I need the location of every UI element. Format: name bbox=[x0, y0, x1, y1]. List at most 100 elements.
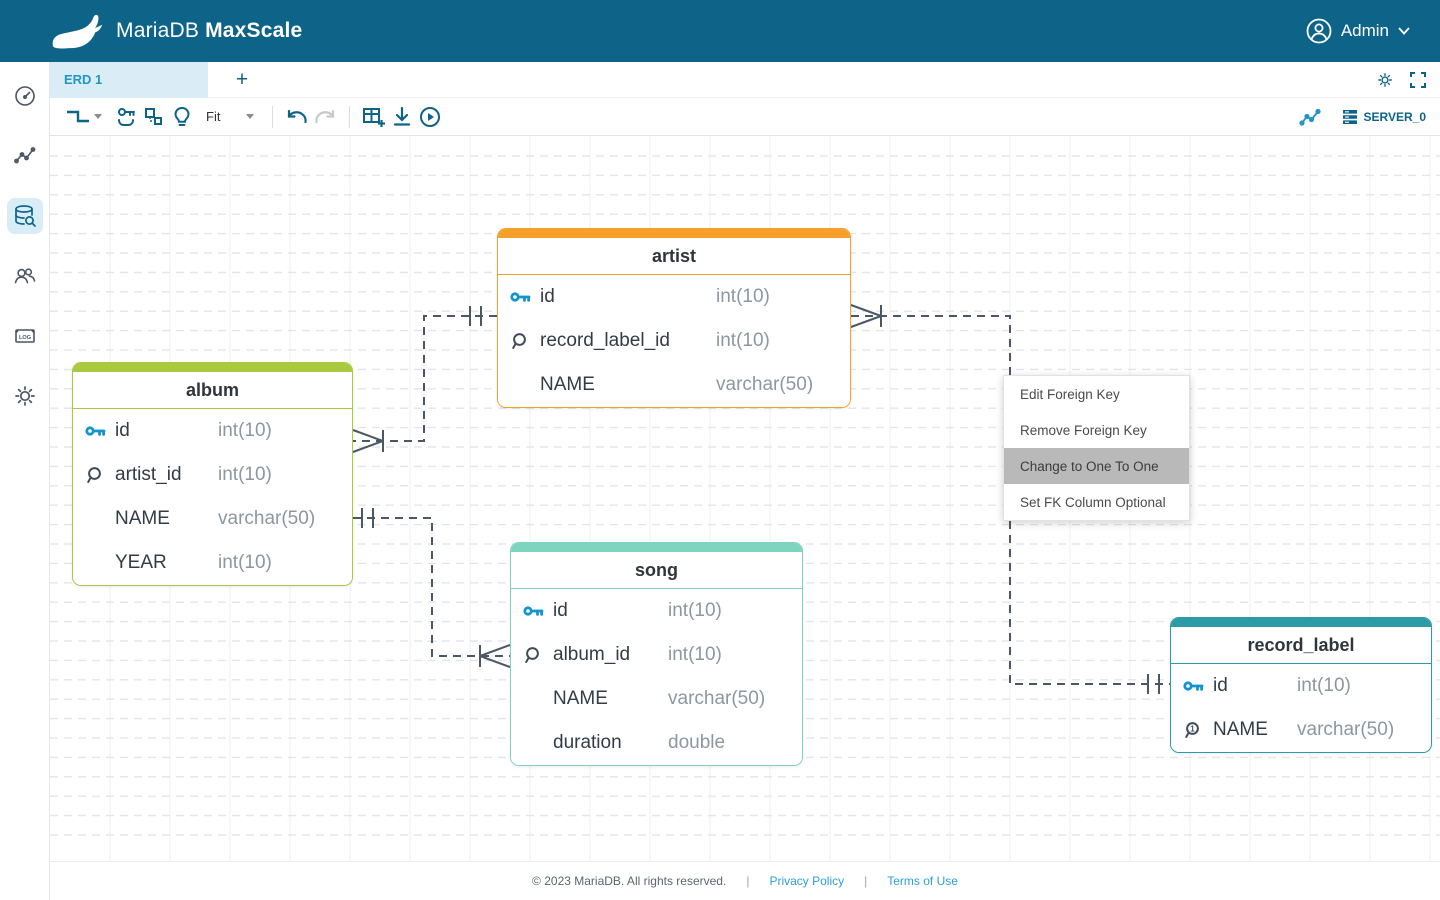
one-marker-artist-end bbox=[469, 306, 482, 326]
svg-text:LOG: LOG bbox=[18, 335, 30, 341]
hint-lightbulb-icon[interactable] bbox=[168, 103, 196, 131]
erd-tab-bar: ERD 1 + bbox=[50, 61, 1440, 98]
export-download-icon[interactable] bbox=[388, 103, 416, 131]
relationship-album-song[interactable] bbox=[353, 517, 510, 657]
brand-mariadb: MariaDB bbox=[116, 19, 200, 42]
menu-item-change-to-one-to-one[interactable]: Change to One To One bbox=[1004, 448, 1189, 484]
column-name: id bbox=[540, 286, 555, 307]
column-type: int(10) bbox=[218, 552, 272, 573]
add-table-icon[interactable] bbox=[360, 103, 388, 131]
terms-of-use-link[interactable]: Terms of Use bbox=[887, 874, 958, 888]
zoom-caret bbox=[246, 114, 255, 119]
zoom-value: Fit bbox=[206, 109, 221, 124]
table-row[interactable]: NAME varchar(50) bbox=[498, 363, 850, 407]
column-type: int(10) bbox=[218, 464, 272, 485]
tab-erd-1[interactable]: ERD 1 bbox=[50, 61, 208, 98]
apply-script-play-icon[interactable] bbox=[416, 103, 444, 131]
redo-icon[interactable] bbox=[311, 103, 339, 131]
table-row[interactable]: id int(10) bbox=[511, 589, 802, 633]
tab-label: ERD 1 bbox=[64, 72, 103, 87]
many-marker-song-end bbox=[479, 644, 511, 668]
privacy-policy-link[interactable]: Privacy Policy bbox=[769, 874, 845, 888]
table-row[interactable]: NAME varchar(50) bbox=[1171, 708, 1431, 752]
erd-toolbar: Fit bbox=[50, 98, 1440, 136]
visualization-graph-icon[interactable] bbox=[1296, 103, 1324, 131]
column-type: int(10) bbox=[668, 600, 722, 621]
settings-gear-icon bbox=[14, 386, 35, 406]
sidebar-item-logs[interactable]: LOG bbox=[7, 318, 43, 354]
table-color-bar bbox=[498, 229, 850, 238]
auto-arrange-icon[interactable] bbox=[140, 103, 168, 131]
left-sidebar: LOG bbox=[0, 62, 50, 900]
sidebar-item-visualization[interactable] bbox=[7, 138, 43, 174]
many-marker-artist-end bbox=[850, 304, 882, 328]
column-name: NAME bbox=[115, 508, 170, 529]
column-name: NAME bbox=[553, 688, 608, 709]
table-title: artist bbox=[498, 238, 850, 275]
toolbar-divider bbox=[349, 105, 351, 128]
chevron-down-icon bbox=[1398, 27, 1410, 35]
menu-item-remove-foreign-key[interactable]: Remove Foreign Key bbox=[1020, 422, 1147, 438]
table-color-bar bbox=[73, 363, 352, 372]
sidebar-item-query-editor[interactable] bbox=[6, 198, 43, 234]
dashboard-gauge-icon bbox=[14, 86, 35, 106]
table-row[interactable]: album_id int(10) bbox=[511, 633, 802, 677]
many-marker-album-end bbox=[352, 429, 384, 453]
table-row[interactable]: artist_id int(10) bbox=[73, 453, 352, 497]
footer-divider: | bbox=[746, 874, 750, 888]
column-type: int(10) bbox=[716, 286, 770, 307]
column-type: int(10) bbox=[668, 644, 722, 665]
user-menu[interactable]: Admin bbox=[1306, 18, 1410, 44]
footer-divider: | bbox=[864, 874, 868, 888]
relationship-context-menu: Edit Foreign Key Remove Foreign Key Chan… bbox=[1003, 375, 1190, 521]
brand-maxscale: MaxScale bbox=[205, 19, 303, 42]
table-row[interactable]: id int(10) bbox=[498, 275, 850, 319]
server-selector[interactable]: SERVER_0 bbox=[1342, 109, 1426, 125]
zoom-select[interactable]: Fit bbox=[206, 109, 255, 124]
foreign-key-icon bbox=[523, 646, 553, 665]
sidebar-item-users[interactable] bbox=[7, 258, 43, 294]
menu-item-edit-foreign-key[interactable]: Edit Foreign Key bbox=[1020, 386, 1120, 402]
foreign-key-icon bbox=[85, 466, 115, 485]
er-table-album[interactable]: album id int(10) artist_id int(10) NAME … bbox=[72, 362, 353, 586]
column-name: record_label_id bbox=[540, 330, 670, 351]
key-link-icon[interactable] bbox=[112, 103, 140, 131]
users-icon bbox=[14, 268, 35, 284]
diagram-settings-gear-icon[interactable] bbox=[1376, 71, 1394, 89]
relationship-shape-icon[interactable] bbox=[64, 103, 92, 131]
column-type: int(10) bbox=[218, 420, 272, 441]
table-row[interactable]: NAME varchar(50) bbox=[73, 497, 352, 541]
table-row[interactable]: YEAR int(10) bbox=[73, 541, 352, 585]
column-type: varchar(50) bbox=[218, 508, 316, 529]
table-color-bar bbox=[511, 543, 802, 552]
er-table-artist[interactable]: artist id int(10) record_label_id int(10… bbox=[497, 228, 851, 408]
column-type: varchar(50) bbox=[668, 688, 766, 709]
undo-icon[interactable] bbox=[283, 103, 311, 131]
primary-key-icon bbox=[510, 290, 540, 305]
column-name: id bbox=[115, 420, 130, 441]
table-row[interactable]: duration double bbox=[511, 721, 802, 765]
erd-canvas[interactable]: artist id int(10) record_label_id int(10… bbox=[50, 136, 1440, 862]
sidebar-item-settings[interactable] bbox=[7, 378, 43, 414]
menu-item-set-fk-column-optional[interactable]: Set FK Column Optional bbox=[1020, 494, 1166, 510]
er-table-record-label[interactable]: record_label id int(10) NAME varchar(50) bbox=[1170, 617, 1432, 753]
table-row[interactable]: NAME varchar(50) bbox=[511, 677, 802, 721]
table-color-bar bbox=[1171, 618, 1431, 627]
er-table-song[interactable]: song id int(10) album_id int(10) NAME va… bbox=[510, 542, 803, 766]
table-row[interactable]: id int(10) bbox=[73, 409, 352, 453]
table-row[interactable]: record_label_id int(10) bbox=[498, 319, 850, 363]
server-name: SERVER_0 bbox=[1363, 109, 1426, 124]
fullscreen-icon[interactable] bbox=[1410, 72, 1426, 88]
user-name: Admin bbox=[1340, 21, 1389, 40]
relationship-shape-caret[interactable] bbox=[94, 114, 102, 119]
server-database-icon bbox=[1342, 109, 1357, 124]
relationship-artist-album[interactable] bbox=[353, 315, 497, 442]
copyright-text: © 2023 MariaDB. All rights reserved. bbox=[532, 874, 727, 888]
column-name: artist_id bbox=[115, 464, 182, 485]
table-title: album bbox=[73, 372, 352, 409]
add-tab-button[interactable]: + bbox=[220, 62, 264, 98]
table-row[interactable]: id int(10) bbox=[1171, 664, 1431, 708]
foreign-key-icon bbox=[510, 332, 540, 351]
primary-key-icon bbox=[523, 604, 553, 619]
sidebar-item-dashboard[interactable] bbox=[7, 78, 43, 114]
